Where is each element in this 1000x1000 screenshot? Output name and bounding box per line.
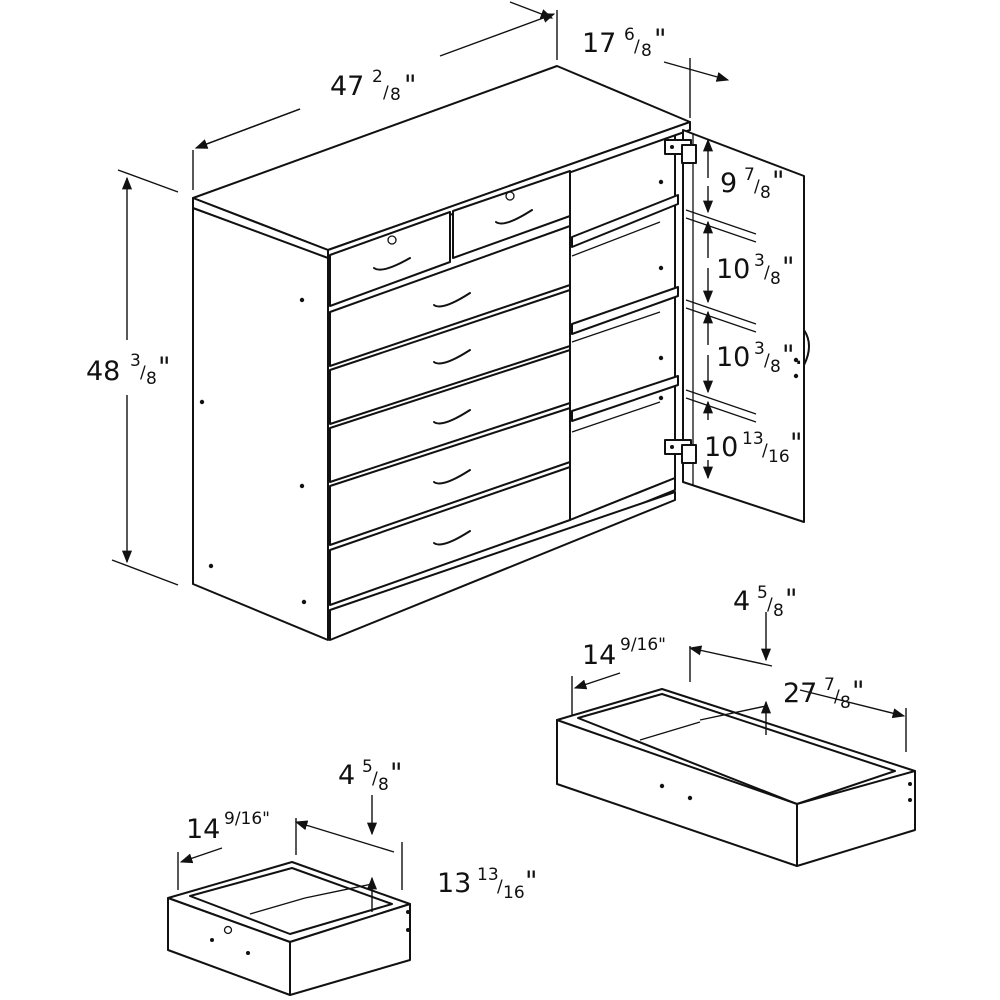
lock-icon xyxy=(505,191,515,201)
small-width-mark: " xyxy=(525,866,537,897)
depth-num: 6 xyxy=(624,25,635,45)
large-width-num: 7 xyxy=(824,675,835,695)
small-width-den: 16 xyxy=(503,883,525,903)
svg-text:/: / xyxy=(762,441,768,461)
small-depth-frac: 9/16" xyxy=(224,809,270,829)
drawer-row[interactable] xyxy=(329,466,571,606)
small-height-mark: " xyxy=(390,758,402,789)
hinge-icon xyxy=(664,139,697,164)
large-height-den: 8 xyxy=(773,601,784,621)
width-num: 2 xyxy=(372,67,383,87)
height-mark: " xyxy=(158,352,170,383)
shelf-4-num: 13 xyxy=(742,429,764,449)
height-den: 8 xyxy=(146,369,157,389)
large-depth-frac: 9/16" xyxy=(620,635,666,655)
large-width-den: 8 xyxy=(840,693,851,713)
shelf xyxy=(571,375,679,422)
cabinet-width-dimension: 47 2 / 8 " xyxy=(192,10,558,190)
shelf-2-mark: " xyxy=(782,252,794,283)
cabinet-left-side xyxy=(192,207,329,641)
large-depth-whole: 14 xyxy=(582,640,616,671)
svg-text:47: 47 xyxy=(330,71,364,102)
drawer-small-right[interactable] xyxy=(452,170,571,259)
shelf-2-whole: 10 xyxy=(716,254,750,285)
shelf-spacing-dimensions: 9 7 / 8 " 10 3 / 8 " 10 3 / 8 ". 10 13 /… xyxy=(685,138,803,480)
small-drawer-side xyxy=(289,903,411,996)
shelf-3-mark: ". xyxy=(782,340,803,371)
large-height-mark: " xyxy=(785,584,797,615)
svg-text:/: / xyxy=(764,351,770,371)
large-drawer-side xyxy=(796,770,916,867)
shelf-4-whole: 10 xyxy=(704,432,738,463)
shelf xyxy=(571,194,679,248)
svg-text:/: / xyxy=(767,595,773,615)
cabinet-height-dimension: 48 3 / 8 " xyxy=(86,169,179,586)
shelf-1-whole: 9 xyxy=(720,168,737,199)
drawers xyxy=(329,170,571,606)
shelf-3-whole: 10 xyxy=(716,342,750,373)
svg-text:/: / xyxy=(764,263,770,283)
small-depth-whole: 14 xyxy=(186,814,220,845)
svg-text:/: / xyxy=(372,769,378,789)
shelf-4-mark: " xyxy=(790,428,802,459)
large-width-whole: 27 xyxy=(783,678,817,709)
shelf-3-den: 8 xyxy=(770,357,781,377)
svg-text:/: / xyxy=(383,83,389,103)
large-height-whole: 4 xyxy=(733,586,750,617)
small-height-den: 8 xyxy=(378,775,389,795)
shelf-1-mark: " xyxy=(772,166,784,197)
large-height-num: 5 xyxy=(757,583,768,603)
drawer-row[interactable] xyxy=(329,407,571,546)
drawer-handles xyxy=(373,209,533,546)
large-width-mark: " xyxy=(852,676,864,707)
lock-icon xyxy=(223,925,233,935)
large-drawer: 4 5 / 8 " 14 9/16" 27 7 / 8 " xyxy=(556,583,916,867)
width-whole: 47 xyxy=(330,71,364,102)
depth-whole: 17 xyxy=(582,28,616,59)
door-knob-icon xyxy=(803,329,810,366)
width-den: 8 xyxy=(390,85,401,105)
shelves xyxy=(571,194,679,433)
drawer-row[interactable] xyxy=(329,225,571,367)
cabinet xyxy=(192,65,810,641)
small-width-num: 13 xyxy=(477,865,499,885)
svg-text:/: / xyxy=(834,687,840,707)
width-mark: " xyxy=(404,70,416,101)
svg-text:/: / xyxy=(634,37,640,57)
svg-text:/: / xyxy=(140,363,146,383)
shelf-3-num: 3 xyxy=(754,339,765,359)
cabinet-depth-dimension: 17 6 / 8 " xyxy=(509,1,730,118)
lock-icon xyxy=(387,235,397,245)
drawer-row[interactable] xyxy=(329,349,571,483)
shelf-1-num: 7 xyxy=(744,165,755,185)
small-width-whole: 13 xyxy=(437,868,471,899)
small-drawer: 4 5 / 8 " 14 9/16" 13 13 / 16 " xyxy=(167,757,537,996)
depth-mark: " xyxy=(654,24,666,55)
small-height-whole: 4 xyxy=(338,760,355,791)
height-num: 3 xyxy=(130,351,141,371)
small-height-num: 5 xyxy=(362,757,373,777)
depth-den: 8 xyxy=(641,41,652,61)
svg-text:/: / xyxy=(754,177,760,197)
svg-text:/: / xyxy=(497,877,503,897)
shelf-2-den: 8 xyxy=(770,269,781,289)
hinge-icon xyxy=(664,439,697,464)
shelf-2-num: 3 xyxy=(754,251,765,271)
height-whole: 48 xyxy=(86,356,120,387)
shelf xyxy=(571,286,679,335)
shelf-1-den: 8 xyxy=(760,183,771,203)
shelf-4-den: 16 xyxy=(768,447,790,467)
drawer-small-left[interactable] xyxy=(329,211,451,307)
cabinet-base xyxy=(329,491,676,641)
drawer-row[interactable] xyxy=(329,289,571,425)
